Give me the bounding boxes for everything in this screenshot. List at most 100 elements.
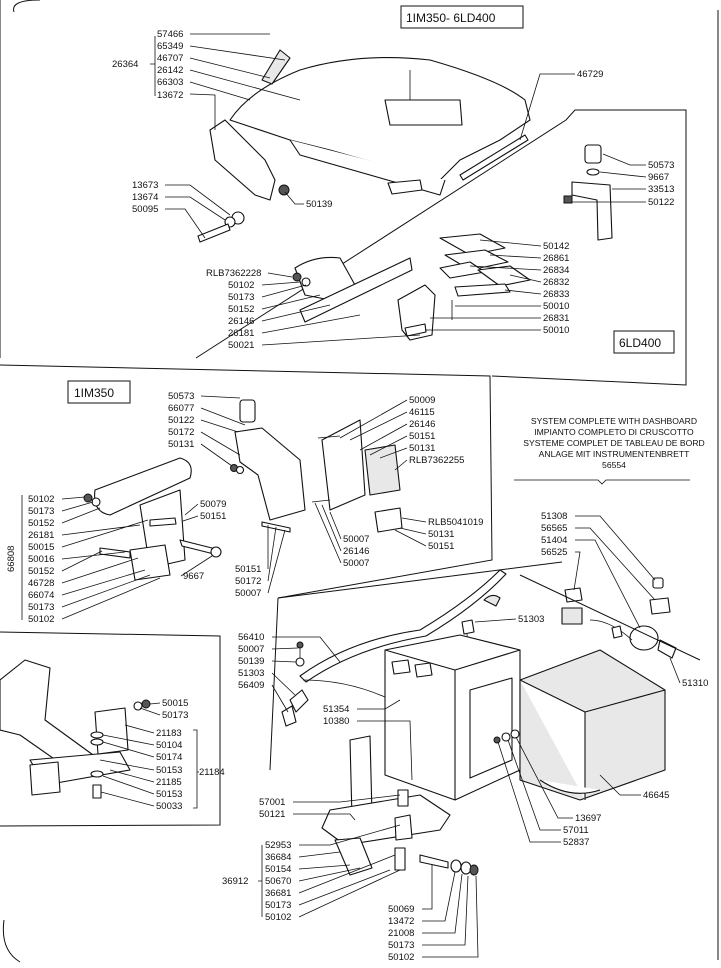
title-right: 6LD400 [619,336,661,350]
svg-text:50102: 50102 [28,494,54,505]
svg-text:50095: 50095 [132,204,158,215]
svg-text:46115: 46115 [409,407,435,418]
svg-text:50151: 50151 [235,564,261,575]
svg-text:50122: 50122 [648,197,674,208]
svg-text:9667: 9667 [648,172,669,183]
svg-text:51404: 51404 [541,535,567,546]
svg-text:50152: 50152 [28,518,54,529]
svg-text:50015: 50015 [162,698,188,709]
svg-text:21008: 21008 [388,928,414,939]
svg-text:26181: 26181 [228,328,254,339]
title-left: 1IM350 [74,386,114,400]
battery-drawing [384,634,521,801]
svg-text:50139: 50139 [238,656,264,667]
svg-text:50154: 50154 [265,864,291,875]
svg-text:50173: 50173 [228,292,254,303]
svg-text:50573: 50573 [168,391,194,402]
svg-text:50151: 50151 [428,541,454,552]
svg-text:50122: 50122 [168,415,194,426]
regulator-bottom-mid-labels: 50007 26146 50007 [314,502,369,569]
dashboard-labels: 51308 56565 51404 56525 [541,511,656,629]
svg-text:26861: 26861 [543,253,569,264]
left-bracket-labels: 50102 50173 50152 26181 50015 50016 5015… [28,494,161,625]
battery-cover-drawing [493,649,666,801]
svg-text:50173: 50173 [265,900,291,911]
svg-text:26831: 26831 [543,313,569,324]
svg-text:13672: 13672 [157,90,183,101]
svg-text:52837: 52837 [563,837,589,848]
svg-text:50102: 50102 [28,614,54,625]
dashboard-label-51310: 51310 [682,678,708,689]
svg-text:50131: 50131 [428,529,454,540]
svg-text:26142: 26142 [157,65,183,76]
svg-text:50033: 50033 [156,801,182,812]
svg-text:51308: 51308 [541,511,567,522]
svg-text:50021: 50021 [228,340,254,351]
svg-text:57001: 57001 [259,797,285,808]
svg-text:50016: 50016 [28,554,54,565]
svg-text:26832: 26832 [543,277,569,288]
regulator-rlb-labels: RLB5041019 50131 50151 [394,517,483,552]
svg-text:26181: 26181 [28,530,54,541]
svg-text:65349: 65349 [157,41,183,52]
svg-text:50173: 50173 [388,940,414,951]
svg-text:50007: 50007 [343,558,369,569]
cable-label-51303: 51303 [518,614,544,625]
svg-text:50104: 50104 [156,740,182,751]
svg-text:50173: 50173 [28,602,54,613]
title-box-left [67,380,131,404]
svg-text:57466: 57466 [157,29,183,40]
base-left-labels: 57001 50121 [259,794,401,821]
svg-text:50152: 50152 [28,566,54,577]
svg-text:SYSTEME COMPLET DE TABLEAU DE: SYSTEME COMPLET DE TABLEAU DE BORD [523,438,704,448]
cable-stack-labels: 56410 50007 50139 51303 56409 [238,632,341,713]
base-bottom-labels: 50069 13472 21008 50173 50102 [388,865,479,963]
svg-text:36681: 36681 [265,888,291,899]
bracket-6ld400-drawing [563,144,613,241]
svg-text:56410: 56410 [238,632,264,643]
frame-1im350-section [0,364,493,599]
base-bracket-drawing [321,735,479,876]
frame-outer-top [0,0,41,358]
frame-bottom-curve [2,919,21,963]
svg-text:13472: 13472 [388,916,414,927]
svg-text:50102: 50102 [265,912,291,923]
regulator-left-labels: 50573 66077 50122 50172 50131 [168,391,246,467]
svg-text:50007: 50007 [238,644,264,655]
bottom-left-top-labels: 50015 50173 [139,698,188,721]
svg-text:50153: 50153 [156,765,182,776]
svg-text:13674: 13674 [132,192,158,203]
seat-label-50139: 50139 [306,199,332,210]
svg-text:50573: 50573 [648,160,674,171]
regulator-right-labels: 50009 46115 26146 50151 50131 RLB7362255 [339,395,464,471]
battery-labels: 51354 10380 [323,699,413,781]
group-label-26364: 26364 [112,59,138,70]
svg-text:50007: 50007 [235,588,261,599]
svg-text:50172: 50172 [168,427,194,438]
group-label-21184: 21184 [199,767,225,778]
svg-text:50010: 50010 [543,301,569,312]
frame-bottom-left [0,631,221,827]
seat-left-labels: 13673 13674 50095 [132,180,231,239]
svg-text:50121: 50121 [259,809,285,820]
svg-text:10380: 10380 [323,716,349,727]
svg-text:50102: 50102 [228,280,254,291]
svg-text:66077: 66077 [168,403,194,414]
svg-text:50174: 50174 [156,752,182,763]
title-box-right [613,330,675,354]
svg-text:51354: 51354 [323,704,349,715]
svg-text:66074: 66074 [28,590,54,601]
svg-text:46728: 46728 [28,578,54,589]
battery-bottom-labels: 13697 57011 52837 [497,736,601,848]
frame-battery [269,561,701,771]
svg-text:RLB7362228: RLB7362228 [206,268,261,279]
svg-text:50069: 50069 [388,904,414,915]
plates-6ld400-right-labels: 50142 26861 26834 26832 26833 50010 2683… [425,239,569,336]
svg-text:46707: 46707 [157,53,183,64]
svg-text:36684: 36684 [265,852,291,863]
battery-label-46645: 46645 [643,790,669,801]
svg-text:26834: 26834 [543,265,569,276]
svg-text:57011: 57011 [563,825,589,836]
svg-text:56554: 56554 [602,460,626,470]
